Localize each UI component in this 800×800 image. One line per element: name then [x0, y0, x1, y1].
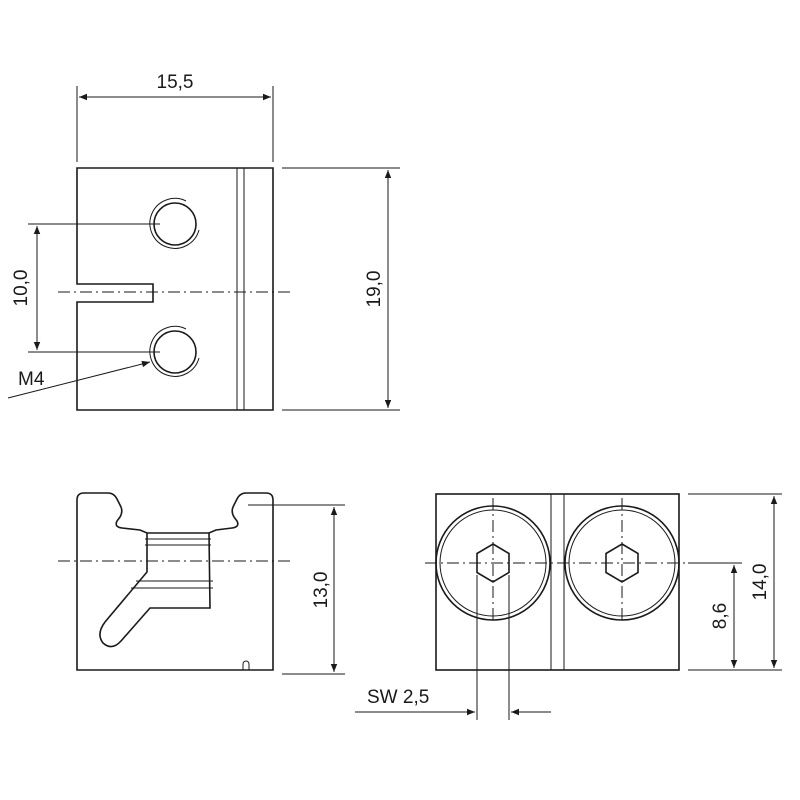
dim-text-height-top: 19,0	[364, 271, 385, 308]
thread-hole-lower	[149, 325, 200, 377]
dim-height-side: 13,0	[248, 504, 345, 675]
dim-height-top: 19,0	[282, 167, 400, 411]
dim-width-top: 15,5	[76, 72, 274, 162]
top-view: 15,5 19,0 10,0 M4	[7, 72, 400, 411]
dim-text-height-right: 14,0	[750, 564, 771, 601]
dim-text-height-side: 13,0	[311, 572, 332, 609]
dim-text-center-height: 8,6	[710, 603, 731, 629]
dim-wrench-size: SW 2,5	[355, 575, 551, 720]
dim-hole-spacing: 10,0	[11, 223, 160, 353]
dim-text-wrench-size: SW 2,5	[367, 687, 429, 708]
thread-hole-upper	[149, 197, 200, 249]
dim-text-thread: M4	[18, 369, 45, 390]
dim-center-height: 8,6	[688, 562, 742, 668]
dim-height-right: 14,0	[688, 493, 782, 671]
side-view: 13,0	[58, 492, 345, 675]
thread-callout: M4	[7, 360, 151, 399]
dim-text-width-top: 15,5	[157, 72, 194, 93]
dim-text-hole-spacing: 10,0	[11, 270, 32, 307]
front-view: 14,0 8,6 SW 2,5	[355, 493, 782, 720]
